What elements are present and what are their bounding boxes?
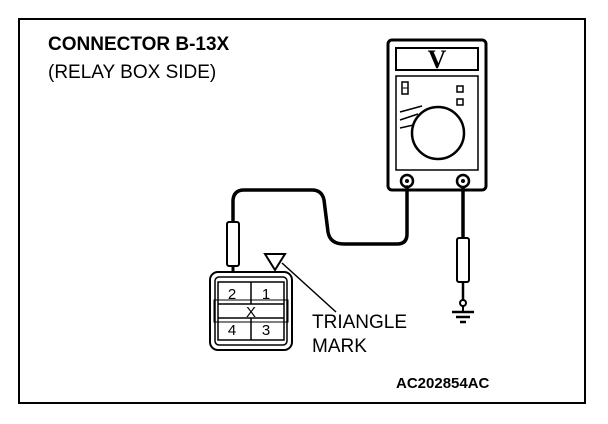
figure-id: AC202854AC bbox=[396, 375, 490, 392]
test-probe-negative bbox=[456, 237, 470, 307]
diagram-frame bbox=[18, 18, 586, 404]
positive-test-lead bbox=[231, 185, 409, 246]
connector-pin-2: 2 bbox=[228, 286, 236, 303]
connector-center-mark: X bbox=[246, 304, 256, 321]
connector-pin-1: 1 bbox=[262, 286, 270, 303]
triangle-leader-line bbox=[281, 262, 337, 313]
connector-body bbox=[209, 271, 293, 351]
triangle-callout-line1: TRIANGLE bbox=[312, 312, 408, 333]
connector-subtitle: (RELAY BOX SIDE) bbox=[48, 62, 217, 83]
triangle-callout-line2: MARK bbox=[312, 336, 367, 357]
connector-pin-3: 3 bbox=[262, 322, 270, 339]
connector-title: CONNECTOR B-13X bbox=[48, 34, 230, 55]
voltmeter-icon bbox=[386, 38, 488, 192]
connector-pin-4: 4 bbox=[228, 322, 236, 339]
meter-display-label: V bbox=[428, 45, 447, 74]
ground-symbol-icon bbox=[452, 306, 474, 324]
triangle-mark-icon bbox=[263, 253, 287, 272]
